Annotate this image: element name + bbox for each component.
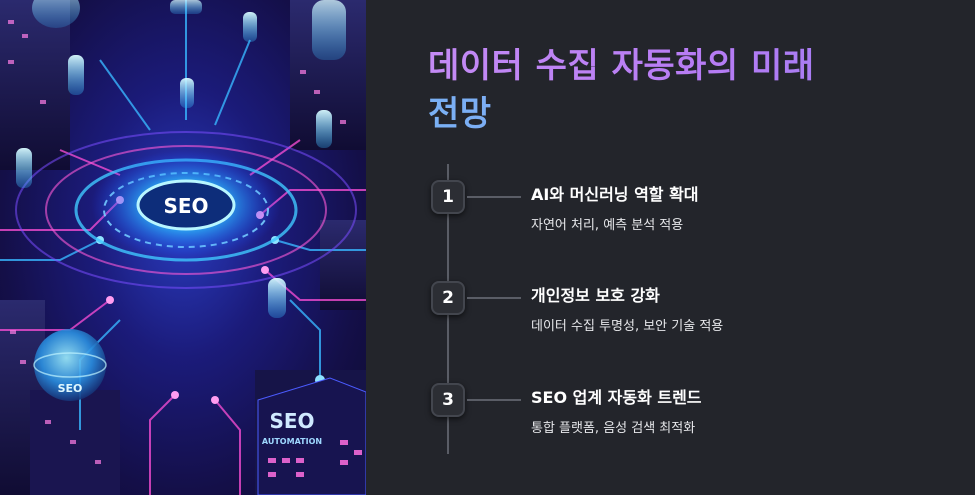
step-number-badge: 1: [431, 180, 465, 214]
glass-pillars: [16, 0, 346, 318]
seo-automation-building: SEO AUTOMATION: [257, 377, 366, 495]
hub-seo-label: SEO: [163, 194, 208, 218]
step-description: 통합 플랫폼, 음성 검색 최적화: [531, 421, 696, 436]
step-description: 데이터 수집 투명성, 보안 기술 적용: [531, 319, 724, 334]
timeline-step-3: 3 SEO 업계 자동화 트렌드 통합 플랫폼, 음성 검색 최적화: [431, 383, 951, 463]
timeline-step-2: 2 개인정보 보호 강화 데이터 수집 투명성, 보안 기술 적용: [431, 281, 951, 361]
step-number-badge: 3: [431, 383, 465, 417]
step-heading: 개인정보 보호 강화: [531, 286, 660, 305]
step-connector: [467, 297, 521, 299]
step-connector: [467, 399, 521, 401]
title-line-2: 전망: [428, 90, 928, 138]
globe-sphere: [34, 329, 106, 401]
step-heading: SEO 업계 자동화 트렌드: [531, 388, 702, 407]
hub-core: [136, 179, 236, 231]
seo-automation-artwork: SEO SEO SEO AUTOMATION: [0, 0, 366, 495]
page-title: 데이터 수집 자동화의 미래 전망: [428, 42, 928, 138]
content-panel: [366, 0, 975, 495]
step-connector: [467, 196, 521, 198]
step-number-badge: 2: [431, 281, 465, 315]
svg-text:SEO: SEO: [269, 409, 314, 433]
sphere-seo-label: SEO: [58, 382, 83, 395]
svg-text:AUTOMATION: AUTOMATION: [262, 437, 322, 446]
title-line-1: 데이터 수집 자동화의 미래: [428, 42, 928, 90]
step-heading: AI와 머신러닝 역할 확대: [531, 185, 699, 204]
step-description: 자연어 처리, 예측 분석 적용: [531, 218, 684, 233]
timeline-step-1: 1 AI와 머신러닝 역할 확대 자연어 처리, 예측 분석 적용: [431, 180, 951, 260]
building-windows: [8, 20, 346, 464]
hero-illustration: SEO SEO SEO AUTOMATION: [0, 0, 366, 495]
